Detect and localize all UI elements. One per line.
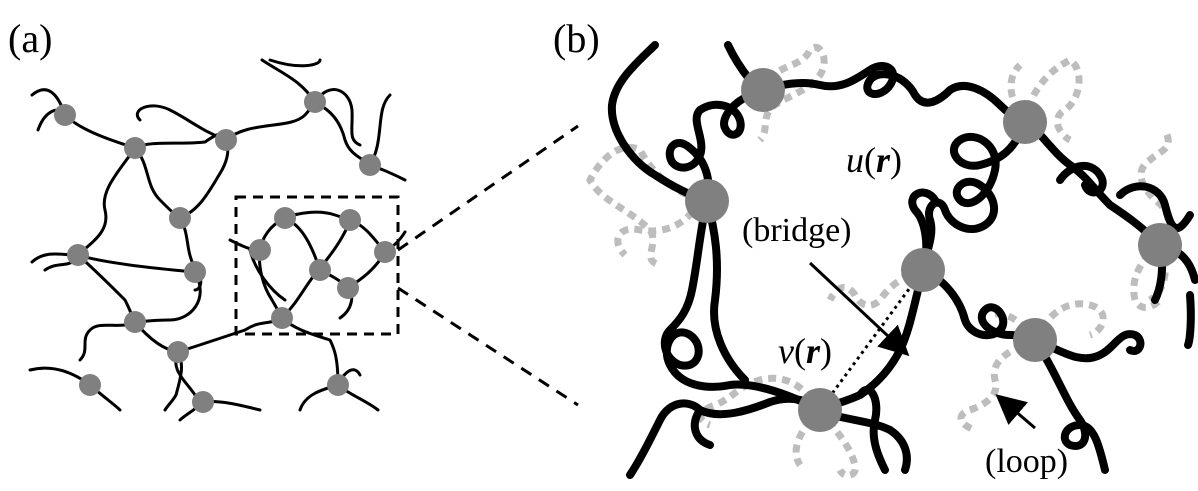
v-open: (	[794, 331, 806, 371]
junction-node	[271, 307, 293, 329]
junction-node	[249, 239, 271, 261]
junction-node	[374, 241, 396, 263]
junction-node	[304, 91, 326, 113]
u-arg: r	[876, 140, 891, 180]
junction-node	[1138, 223, 1182, 267]
zoom-line-bottom	[397, 286, 579, 407]
panel-a-junctions	[54, 91, 396, 413]
v-close: )	[820, 331, 832, 371]
junction-node	[309, 259, 331, 281]
junction-node	[54, 104, 76, 126]
bridge-label: (bridge)	[742, 212, 852, 249]
bridge-arrow	[808, 261, 910, 357]
junction-node	[167, 341, 189, 363]
loop-arrow	[995, 394, 1036, 430]
u-name: u	[846, 140, 864, 180]
zoom-line-top	[397, 124, 579, 252]
v-arg: r	[806, 331, 821, 371]
junction-node	[685, 179, 729, 223]
panel-b-junctions	[685, 68, 1182, 432]
junction-node	[327, 374, 349, 396]
junction-node	[1013, 318, 1057, 362]
loop-label: (loop)	[985, 443, 1068, 480]
junction-node	[359, 154, 381, 176]
u-close: )	[890, 140, 902, 180]
bridge-dotted-line	[818, 269, 925, 411]
panel-a-label: (a)	[8, 16, 52, 61]
junction-node	[215, 129, 237, 151]
junction-node	[741, 68, 785, 112]
junction-node	[124, 311, 146, 333]
panel-a: (a)	[8, 16, 407, 422]
junction-node	[124, 137, 146, 159]
junction-node	[184, 261, 206, 283]
junction-node	[339, 209, 361, 231]
u-function-label: u(r)	[846, 140, 902, 180]
u-open: (	[864, 140, 876, 180]
junction-node	[192, 391, 214, 413]
junction-node	[79, 374, 101, 396]
v-name: v	[778, 331, 794, 371]
junction-node	[67, 244, 89, 266]
panel-b: (b)	[553, 16, 1198, 480]
junction-node	[337, 277, 359, 299]
junction-node	[798, 388, 842, 432]
v-function-label: v(r)	[778, 331, 832, 371]
panel-a-chains	[28, 58, 407, 422]
panel-b-label: (b)	[553, 16, 600, 61]
junction-node	[169, 207, 191, 229]
junction-node	[1003, 100, 1047, 144]
junction-node	[901, 248, 945, 292]
zoom-region-box	[234, 195, 400, 336]
junction-node	[274, 207, 296, 229]
zoom-connectors	[397, 124, 579, 407]
